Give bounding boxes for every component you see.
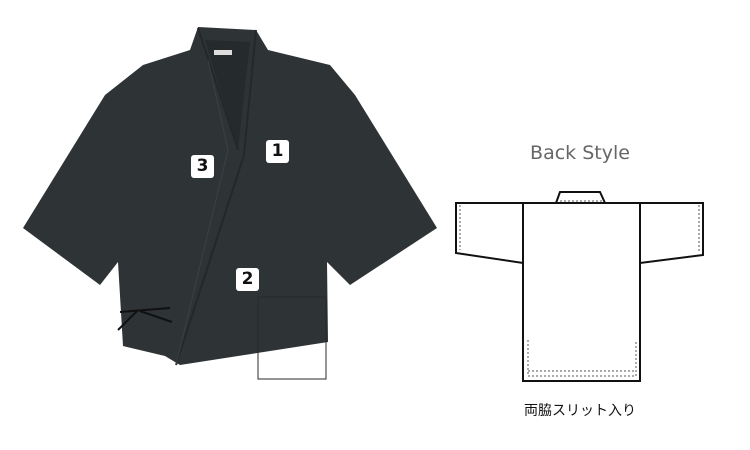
tie-cord [117,307,173,331]
feature-badge-2: 2 [236,268,259,291]
label-tag [214,50,232,55]
back-style-title: Back Style [530,142,630,164]
stitch-lines [459,200,700,377]
feature-badge-3: 3 [191,155,214,178]
feature-badge-1: 1 [266,140,289,163]
inner-collar [205,40,250,150]
back-style-caption: 両脇スリット入り [524,403,636,419]
pocket [257,296,327,380]
back-diagram [455,191,704,382]
